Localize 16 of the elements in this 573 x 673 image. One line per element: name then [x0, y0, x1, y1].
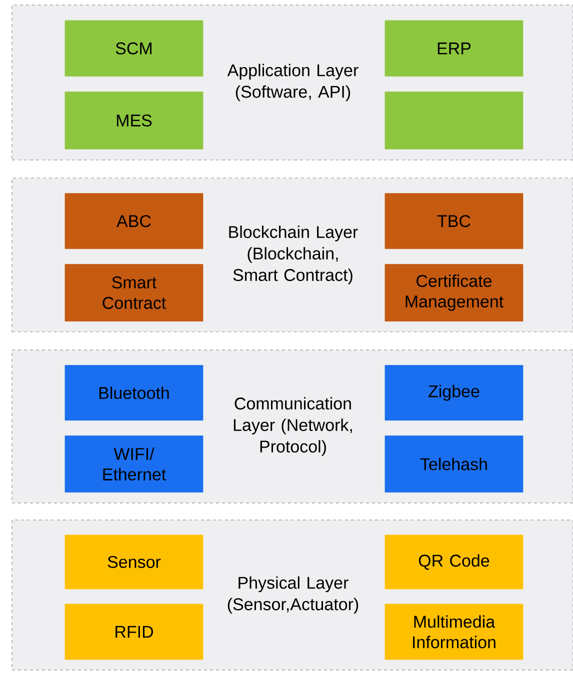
component-box: Zigbee	[384, 365, 524, 421]
component-box: ABC	[64, 193, 204, 249]
component-box: QR Code	[384, 534, 524, 590]
component-box: MES	[64, 92, 204, 150]
component-box: Bluetooth	[64, 365, 204, 421]
component-box: Sensor	[64, 534, 204, 590]
component-box: TBC	[384, 193, 524, 249]
component-box: Multimedia Information	[384, 604, 524, 660]
component-box: RFID	[64, 604, 204, 660]
component-box: Smart Contract	[64, 264, 204, 322]
component-box: SCM	[64, 20, 204, 76]
component-box: WIFI/ Ethernet	[64, 436, 204, 492]
component-box: ERP	[384, 20, 524, 76]
component-box: Certificate Management	[384, 264, 524, 322]
component-box	[384, 92, 524, 150]
component-box: Telehash	[384, 436, 524, 492]
